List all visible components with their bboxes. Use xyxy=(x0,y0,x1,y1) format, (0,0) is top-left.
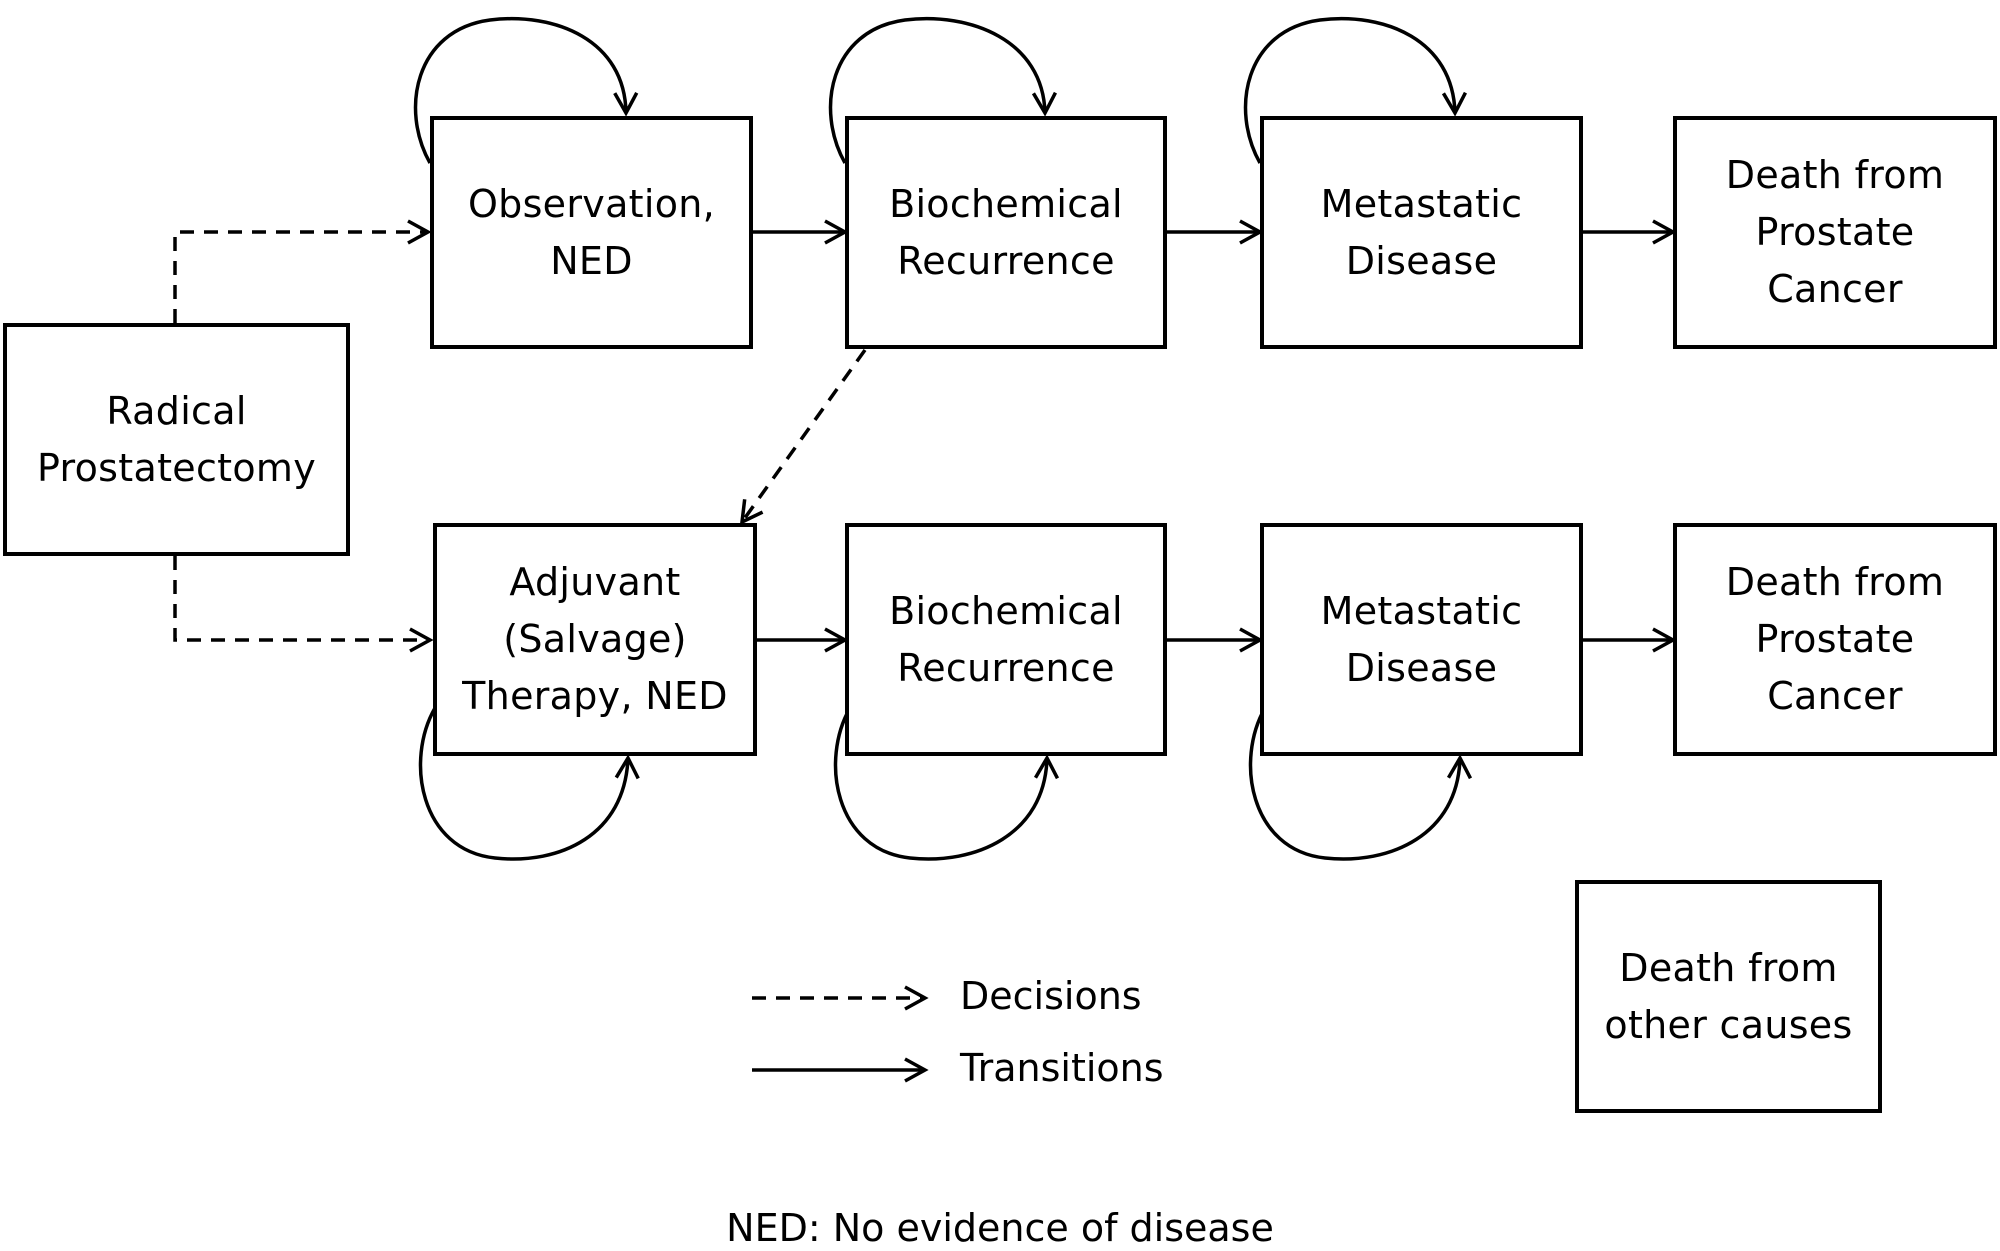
node-radical-prostatectomy: Radical Prostatectomy xyxy=(3,323,350,556)
node-death-other-causes: Death from other causes xyxy=(1575,880,1882,1113)
decision-arrow-to-observation xyxy=(173,219,432,323)
node-label: Biochemical Recurrence xyxy=(889,588,1123,690)
self-loop-metastatic-bottom xyxy=(1248,707,1473,861)
legend-decisions-label: Decisions xyxy=(960,974,1142,1018)
decision-arrow-recurrence-to-adjuvant xyxy=(739,348,867,525)
self-loop-adjuvant xyxy=(418,707,640,861)
node-label: Adjuvant (Salvage) Therapy, NED xyxy=(462,560,728,718)
decision-arrow-to-adjuvant xyxy=(173,556,434,653)
node-death-prostate-cancer-top: Death from Prostate Cancer xyxy=(1673,116,1997,349)
self-loop-recurrence-top xyxy=(828,16,1057,164)
node-observation-ned: Observation, NED xyxy=(430,116,753,349)
node-adjuvant-therapy-ned: Adjuvant (Salvage) Therapy, NED xyxy=(433,523,757,756)
node-label: Metastatic Disease xyxy=(1320,181,1523,283)
node-biochemical-recurrence-top: Biochemical Recurrence xyxy=(845,116,1167,349)
node-label: Radical Prostatectomy xyxy=(37,388,316,490)
node-biochemical-recurrence-bottom: Biochemical Recurrence xyxy=(845,523,1167,756)
self-loop-recurrence-bottom xyxy=(833,707,1060,861)
node-label: Biochemical Recurrence xyxy=(889,181,1123,283)
node-death-prostate-cancer-bottom: Death from Prostate Cancer xyxy=(1673,523,1997,756)
footnote: NED: No evidence of disease xyxy=(726,1206,1274,1250)
legend-transitions-label: Transitions xyxy=(960,1046,1164,1090)
node-label: Death from Prostate Cancer xyxy=(1725,153,1945,311)
node-label: Metastatic Disease xyxy=(1320,588,1523,690)
node-label: Death from other causes xyxy=(1604,945,1853,1047)
node-label: Observation, NED xyxy=(467,181,716,283)
node-metastatic-disease-bottom: Metastatic Disease xyxy=(1260,523,1583,756)
self-loop-observation xyxy=(413,16,639,164)
node-metastatic-disease-top: Metastatic Disease xyxy=(1260,116,1583,349)
node-label: Death from Prostate Cancer xyxy=(1725,560,1945,718)
self-loop-metastatic-top xyxy=(1243,16,1467,164)
